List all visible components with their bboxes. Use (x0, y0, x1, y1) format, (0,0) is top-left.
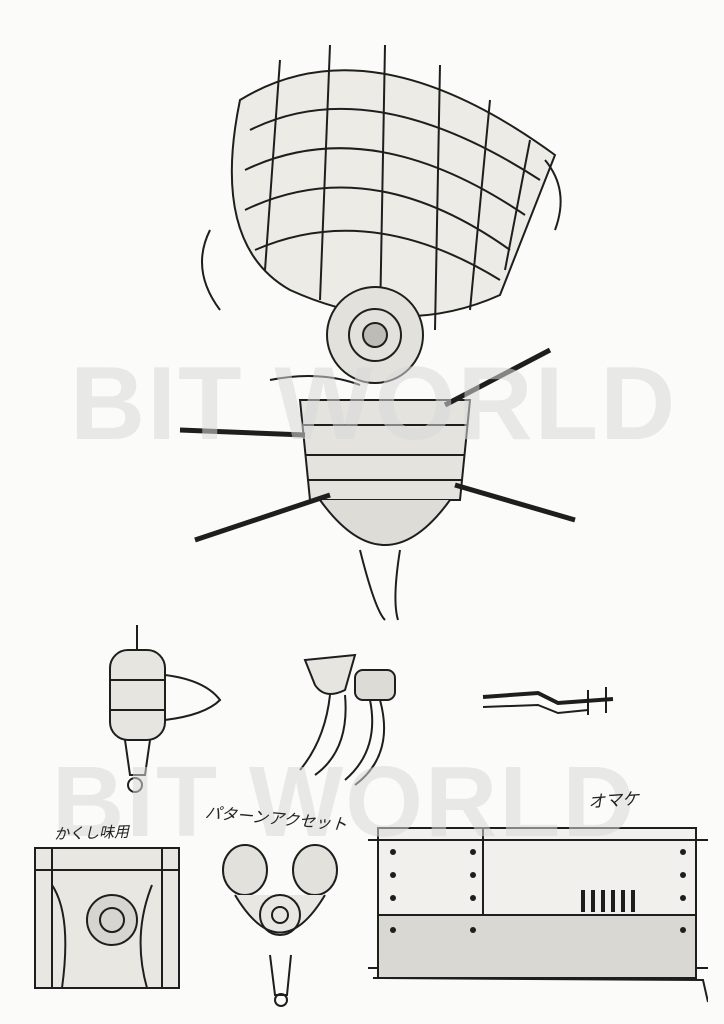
arm-part-drawing (482, 687, 614, 715)
main-pod-drawing (179, 44, 576, 621)
riveted-plate-drawing (368, 827, 708, 1003)
watermark-upper: BIT WORLD (70, 346, 678, 462)
detail-panel-drawing (34, 847, 180, 989)
side-pod-drawing (109, 625, 222, 793)
note-hidden-use: かくし味用 (53, 822, 130, 844)
bracket-part-drawing (299, 653, 396, 786)
pattern-asset-drawing (222, 844, 338, 1007)
watermark-lower: BIT WORLD (52, 746, 637, 858)
note-extra: オマケ (587, 789, 640, 813)
